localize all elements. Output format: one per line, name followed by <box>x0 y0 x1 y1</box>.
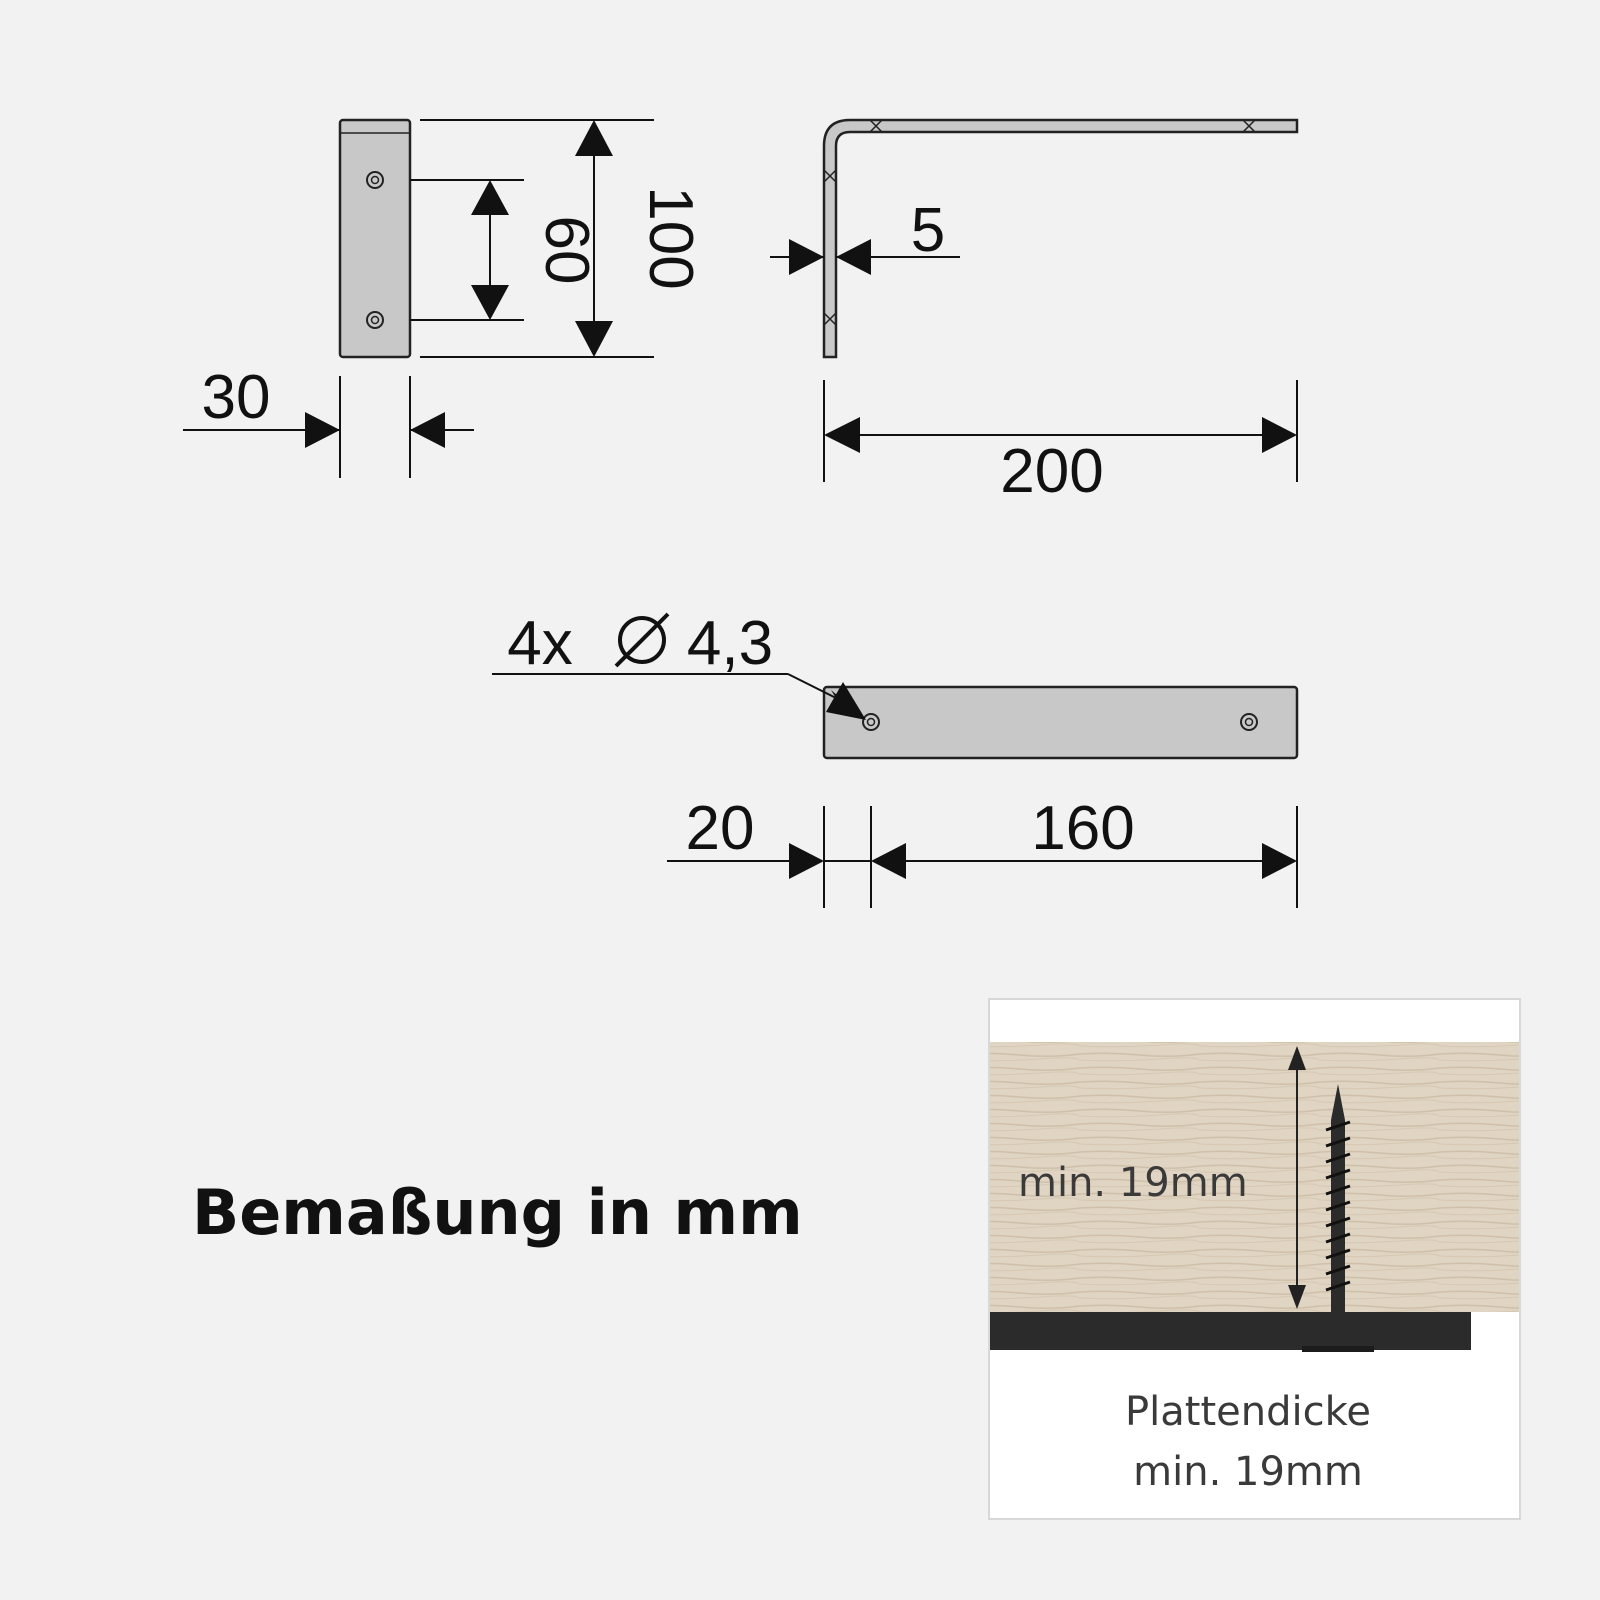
thickness-arrow <box>1288 1046 1306 1309</box>
dimension-length <box>823 380 1298 482</box>
hole-diameter-label: 4,3 <box>687 609 773 678</box>
bracket-profile <box>822 118 1299 359</box>
units-heading: Bemaßung in mm <box>192 1176 803 1249</box>
arrowhead <box>1262 417 1297 453</box>
inset-thickness-label: min. 19mm <box>1018 1160 1248 1206</box>
arrowhead <box>1288 1046 1306 1070</box>
screw-hole-left <box>862 713 880 731</box>
bracket-top-face <box>822 685 1299 760</box>
board-thickness-inset: min. 19mm Plattendicke min. 19mm <box>988 998 1521 1520</box>
dim-label-160: 160 <box>1031 794 1134 863</box>
hole-callout-leader <box>492 673 866 720</box>
side-view: 5 200 <box>770 118 1299 506</box>
arrowhead <box>1288 1285 1306 1309</box>
dimension-hole-positions <box>667 806 1298 908</box>
inset-caption-line1: Plattendicke <box>1125 1389 1371 1435</box>
hole-marks <box>823 119 1256 326</box>
inset-caption-line2: min. 19mm <box>1133 1449 1363 1495</box>
arrowhead <box>471 285 509 320</box>
screw-hole-lower <box>366 311 384 329</box>
arrowhead <box>789 843 824 879</box>
screw-hole-upper <box>366 171 384 189</box>
arrowhead <box>789 239 824 275</box>
arrowhead <box>836 239 871 275</box>
dimension-thickness <box>770 239 960 275</box>
dim-label-100: 100 <box>636 186 705 289</box>
dimension-height <box>420 119 654 358</box>
screw-icon <box>1300 1084 1376 1352</box>
arrowhead <box>575 321 613 357</box>
arrowhead <box>826 682 866 720</box>
front-view: 60 100 30 <box>183 118 705 478</box>
dim-label-20: 20 <box>686 794 755 863</box>
dimension-width <box>183 376 474 478</box>
arrowhead <box>1262 843 1297 879</box>
dim-label-200: 200 <box>1000 437 1103 506</box>
dim-label-60: 60 <box>532 216 601 285</box>
dimension-hole-spacing-vertical <box>410 179 524 321</box>
wood-board <box>990 1042 1519 1312</box>
arrowhead <box>305 412 340 448</box>
arrowhead <box>575 120 613 156</box>
screw-hole-right <box>1240 713 1258 731</box>
arrowhead <box>871 843 906 879</box>
bracket-leg-face <box>338 118 412 359</box>
diameter-icon <box>614 612 670 668</box>
arrowhead <box>471 180 509 215</box>
dim-label-30: 30 <box>202 363 271 432</box>
arrowhead <box>410 412 445 448</box>
dim-label-5: 5 <box>911 196 945 265</box>
hole-count-label: 4x <box>507 609 572 678</box>
arrowhead <box>824 417 860 453</box>
bracket-plate <box>990 1312 1471 1350</box>
top-view: 4x 4,3 20 160 <box>492 609 1299 908</box>
